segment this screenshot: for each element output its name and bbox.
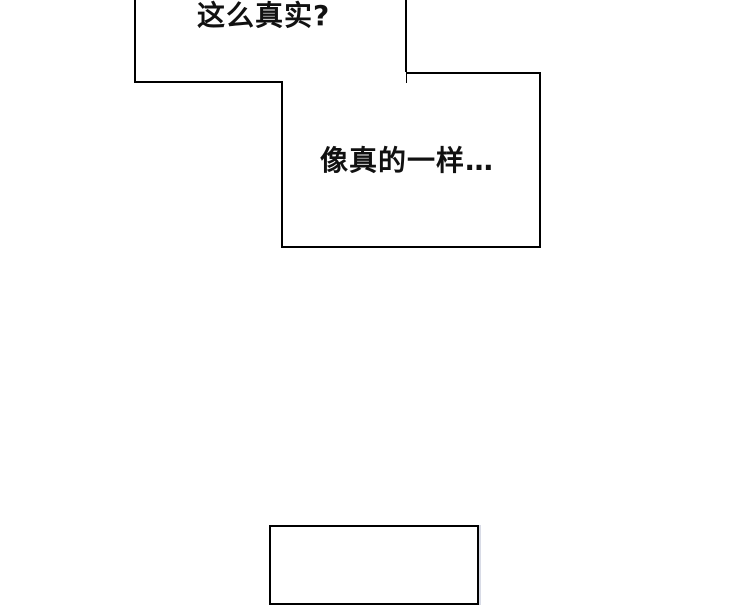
caption-top: 这么真实? <box>197 0 331 32</box>
speech-box-top <box>134 0 407 83</box>
comic-page: 这么真实? 像真的一样… <box>134 0 541 605</box>
box-overlap-mask <box>283 72 406 83</box>
speech-box-middle <box>281 72 541 248</box>
speech-box-bottom <box>269 525 479 605</box>
caption-middle: 像真的一样… <box>320 144 495 177</box>
